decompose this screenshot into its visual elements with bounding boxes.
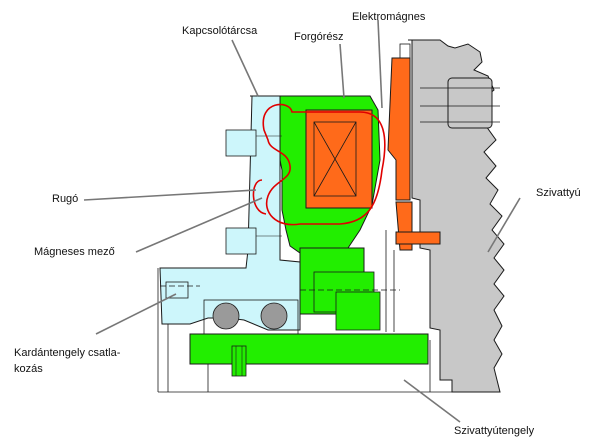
label-kardantengely-line2: kozás	[14, 363, 43, 375]
pump-shaft	[189, 333, 429, 377]
electromagnet-housing	[387, 57, 441, 251]
clutch-disc	[159, 95, 301, 331]
frame-lines	[157, 230, 452, 393]
label-magneses-mezo: Mágneses mező	[34, 246, 115, 258]
label-szivattyutengely: Szivattyútengely	[454, 425, 535, 437]
label-elektromagnes: Elektromágnes	[352, 11, 426, 23]
leader-lines	[83, 19, 521, 423]
pump-bolt-head	[447, 77, 493, 129]
bearing-ball-right	[260, 302, 288, 330]
label-kapcsolotarcsa: Kapcsolótárcsa	[182, 25, 258, 37]
label-szivattyu: Szivattyú	[536, 187, 581, 199]
pump-housing	[399, 39, 505, 393]
label-rugo: Rugó	[52, 193, 79, 205]
electromagnet-coil	[305, 109, 373, 209]
bearing	[203, 299, 299, 335]
magnetic-field-loop	[262, 103, 386, 226]
label-kardantengely-line1: Kardántengely csatla-	[14, 347, 121, 359]
label-forgoresz: Forgórész	[294, 31, 344, 43]
bearing-ball-left	[212, 302, 240, 330]
